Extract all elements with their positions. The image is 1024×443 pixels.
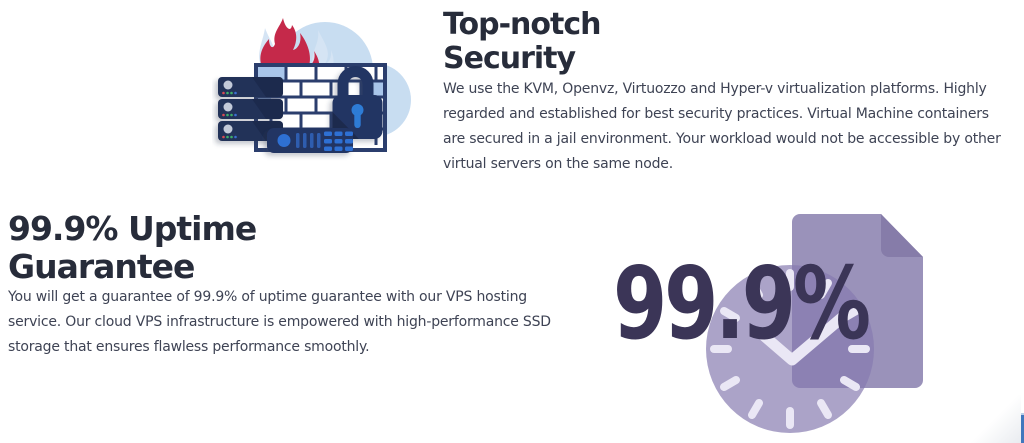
uptime-section-title: 99.9% Uptime Guarantee xyxy=(8,209,257,286)
security-section-title: Top-notch Security xyxy=(443,7,601,77)
server-rack-icon xyxy=(218,77,283,141)
control-panel-icon xyxy=(267,128,353,153)
uptime-section-body: You will get a guarantee of 99.9% of upt… xyxy=(8,289,551,355)
uptime-percent-label: 99.9% xyxy=(613,247,869,363)
uptime-clock-illustration: 99.9% xyxy=(613,214,923,433)
security-section-body: We use the KVM, Openvz, Virtuozzo and Hy… xyxy=(443,81,1001,172)
clock-icon xyxy=(706,265,874,433)
flame-icon xyxy=(260,18,320,75)
firewall-security-illustration xyxy=(218,18,411,153)
scrollbar-thumb[interactable] xyxy=(1021,413,1024,443)
